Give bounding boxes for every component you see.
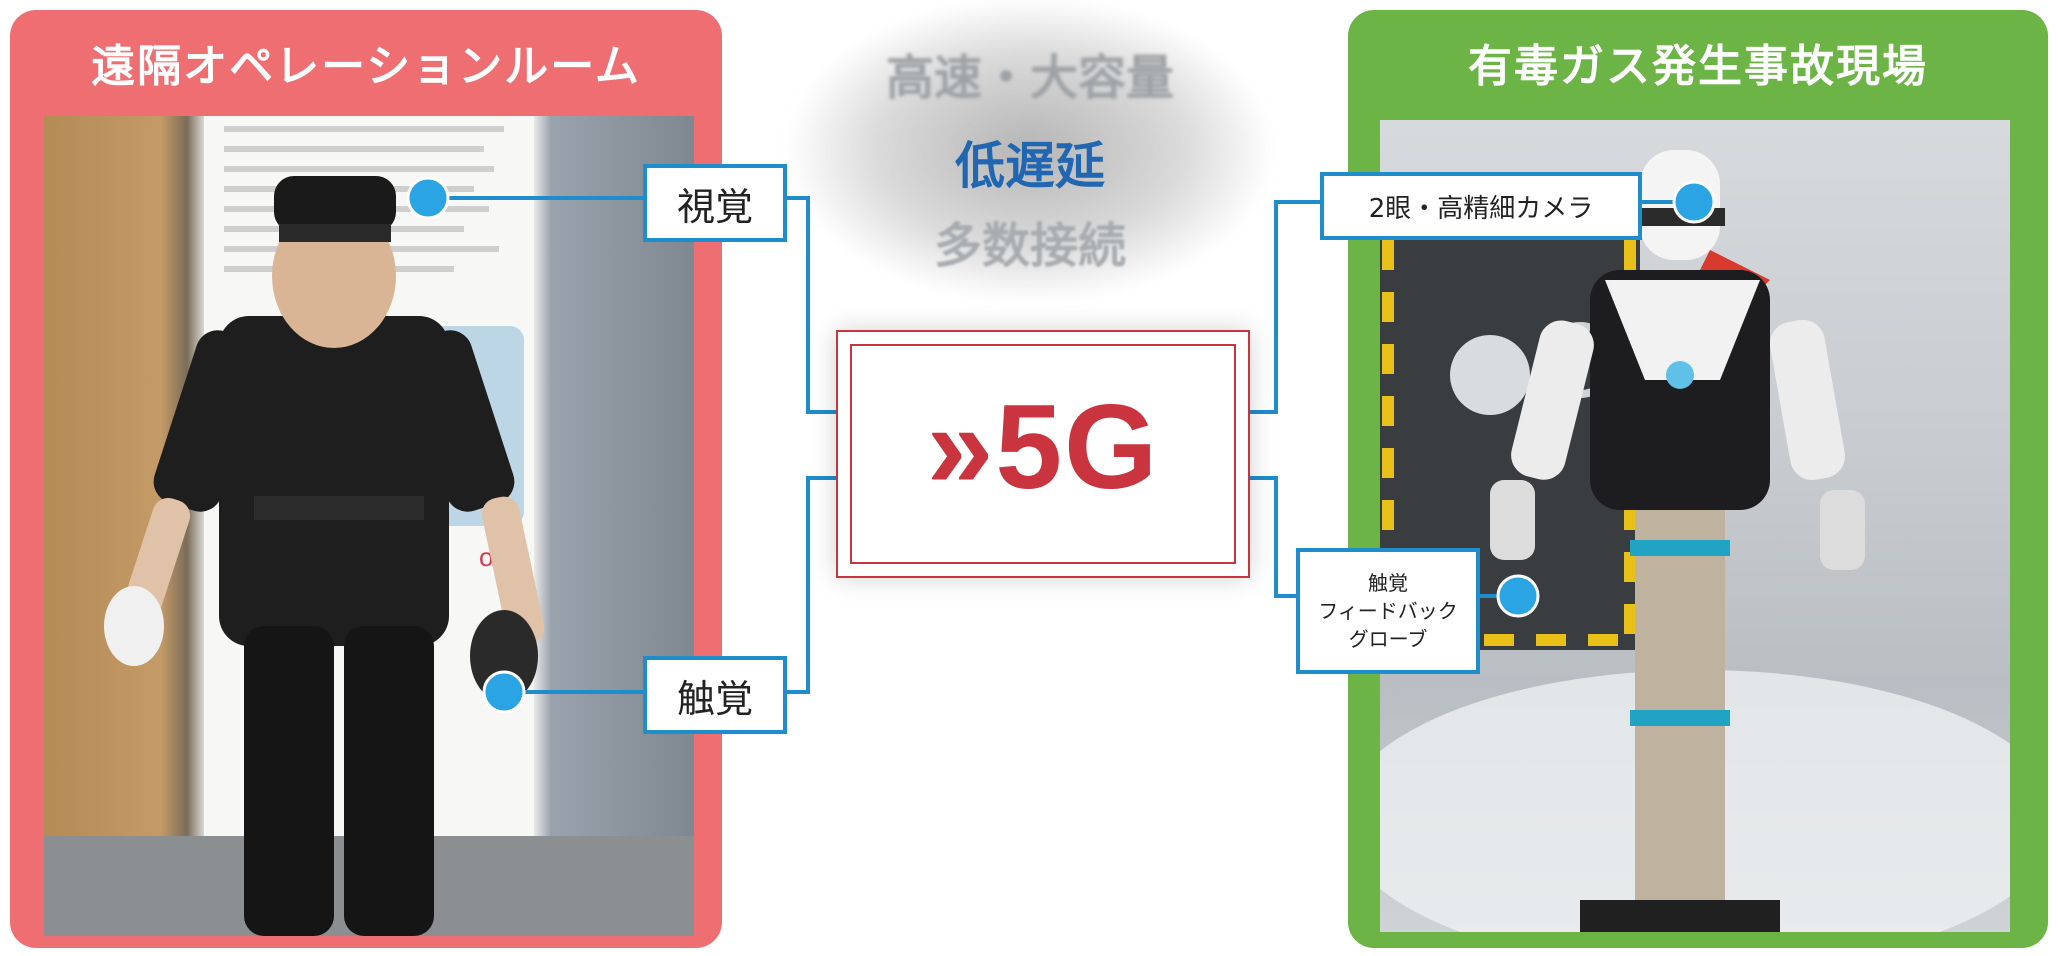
feature-low-latency: 低遅延 (955, 137, 1105, 195)
camera-point-dot (1672, 180, 1716, 224)
operator-photo: omo (44, 116, 694, 936)
connector-glove-center (1246, 476, 1296, 598)
accident-site-panel: 有毒ガス発生事故現場 (1348, 10, 2048, 948)
feature-multi-connect: 多数接続 (933, 218, 1126, 274)
glove-point-dot (1496, 574, 1540, 618)
accident-site-title: 有毒ガス発生事故現場 (1468, 41, 1928, 92)
vision-point-dot (406, 176, 450, 220)
5g-box: »5G (836, 330, 1250, 578)
feature-high-speed: 高速・大容量 (885, 50, 1174, 106)
connector-touch-center (779, 476, 836, 694)
glove-label-line2: フィードバック (1318, 599, 1458, 623)
robot-photo (1380, 120, 2010, 932)
connector-camera-center (1246, 200, 1320, 414)
camera-label: 2眼・高精細カメラ (1320, 172, 1642, 240)
5g-logo: »5G (926, 380, 1160, 514)
touch-point-dot (482, 670, 526, 714)
touch-label: 触覚 (643, 656, 787, 734)
connector-vision-center (779, 196, 836, 414)
glove-label-line3: グローブ (1348, 627, 1428, 651)
glove-label: 触覚 フィードバック グローブ (1296, 548, 1480, 674)
operator-illustration: omo (44, 116, 694, 936)
vision-label: 視覚 (643, 164, 787, 242)
glove-label-line1: 触覚 (1368, 571, 1408, 595)
5g-box-inner-frame (850, 344, 1236, 564)
operation-room-panel: 遠隔オペレーションルーム omo (10, 10, 722, 948)
operation-room-title: 遠隔オペレーションルーム (91, 41, 641, 92)
features-cloud (790, 0, 1270, 300)
